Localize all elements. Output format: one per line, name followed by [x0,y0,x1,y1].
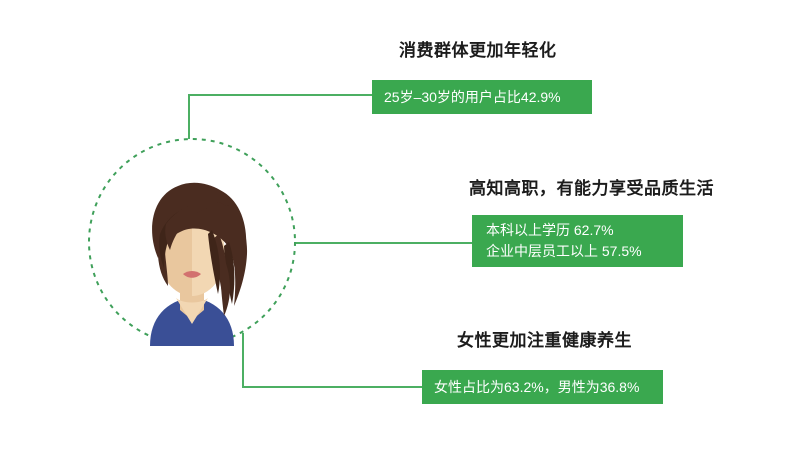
avatar-illustration [88,138,296,346]
callout-line-occupation: 企业中层员工以上 57.5% [486,243,642,259]
hair-right-strand-c [208,230,220,294]
callout-line-age-1: 25岁–30岁的用户占比42.9% [384,88,561,105]
callout-line-education: 本科以上学历 62.7% [486,222,614,238]
callout-box-education-occupation: 本科以上学历 62.7% 企业中层员工以上 57.5% [472,215,683,267]
callout-box-gender: 女性占比为63.2%，男性为36.8% [422,370,663,404]
dashed-circle-icon [88,138,296,346]
person-figure [150,182,248,346]
avatar [88,138,296,346]
hair-right-tip [220,258,230,316]
connector-line-top [188,94,372,139]
callout-box-age: 25岁–30岁的用户占比42.9% [372,80,592,114]
hair-right-mass [212,202,248,306]
section-heading-age: 消费群体更加年轻化 [399,41,557,60]
section-heading-gender: 女性更加注重健康养生 [457,331,632,350]
collar-shape [176,298,208,324]
hair-right-strand-a [224,242,235,304]
callout-line-gender-1: 女性占比为63.2%，男性为36.8% [434,378,640,395]
hair-bangs [165,201,230,250]
lips-shape [183,271,201,278]
section-heading-education-occupation: 高知高职，有能力享受品质生活 [469,179,714,198]
